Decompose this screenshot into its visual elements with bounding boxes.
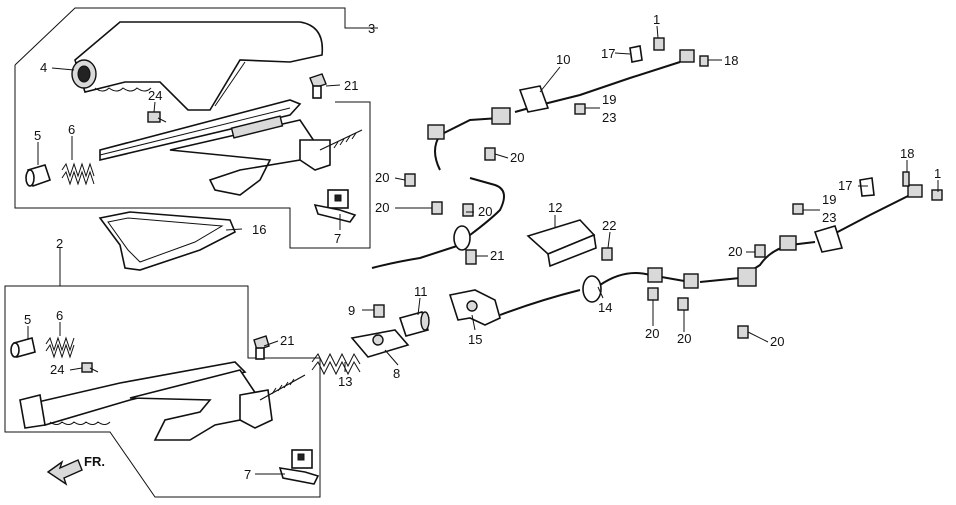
callout-13: 13 <box>338 374 352 389</box>
callout-16: 16 <box>252 222 266 237</box>
callout-6-bottom: 6 <box>56 308 63 323</box>
bolt-20-b <box>431 201 443 215</box>
switch-7-upper <box>313 189 357 223</box>
callout-14: 14 <box>598 300 612 315</box>
bolt-19-right <box>792 203 804 215</box>
callout-20-a: 20 <box>375 170 389 185</box>
callout-6-top: 6 <box>68 122 75 137</box>
spring-6-upper <box>61 162 95 186</box>
callout-10: 10 <box>556 52 570 67</box>
bolt-20-a <box>404 173 416 187</box>
bolt-1-right <box>931 189 943 201</box>
callout-5-bottom: 5 <box>24 312 31 327</box>
callout-5-top: 5 <box>34 128 41 143</box>
callout-7-bottom: 7 <box>244 467 251 482</box>
callout-20-h: 20 <box>728 244 742 259</box>
bolt-21-upper <box>309 73 327 99</box>
pin-5-lower <box>10 337 36 358</box>
front-direction-label: FR. <box>84 454 105 469</box>
callout-8: 8 <box>393 366 400 381</box>
bolt-20-d <box>484 147 496 161</box>
callout-24-top: 24 <box>148 88 162 103</box>
bolt-20-f <box>677 297 689 311</box>
callout-19-right: 19 <box>822 192 836 207</box>
callout-11: 11 <box>414 284 428 299</box>
callout-22: 22 <box>602 218 616 233</box>
spring-13 <box>311 352 361 376</box>
lever-body-upper <box>99 99 363 196</box>
front-direction-arrow: FR. <box>46 454 105 486</box>
cable-10 <box>371 49 695 269</box>
bolt-22 <box>601 247 613 261</box>
pin-18-top <box>699 55 709 67</box>
callout-20-e: 20 <box>645 326 659 341</box>
callout-12: 12 <box>548 200 562 215</box>
bolt-21-mid <box>465 249 477 265</box>
callout-3: 3 <box>368 21 375 36</box>
bolt-20-c <box>462 203 474 217</box>
bolt-20-e <box>647 287 659 301</box>
bolt-20-g <box>737 325 749 339</box>
callout-21-top: 21 <box>344 78 358 93</box>
callout-20-c: 20 <box>478 204 492 219</box>
callout-19-top: 19 <box>602 92 616 107</box>
spring-6-lower <box>45 336 75 359</box>
bolt-21-lower <box>253 335 270 360</box>
callout-labels: 1 1 2 3 4 5 5 6 6 7 7 8 9 10 11 12 13 14… <box>24 12 941 482</box>
pin-5-upper <box>25 164 52 188</box>
bolt-20-h <box>754 244 766 258</box>
bolt-24-upper <box>147 111 167 123</box>
callout-23-top: 23 <box>602 110 616 125</box>
boot-16 <box>98 211 237 271</box>
cable-14 <box>499 184 923 316</box>
top-lever-assembly-frame <box>14 7 378 249</box>
adjuster-nut-11 <box>398 311 430 337</box>
callout-7-top: 7 <box>334 231 341 246</box>
callout-1-right: 1 <box>934 166 941 181</box>
callout-18-top: 18 <box>724 53 738 68</box>
lever-lower <box>19 361 306 441</box>
lever-cover-upper <box>71 21 324 111</box>
callout-17-top: 17 <box>601 46 615 61</box>
callout-20-f: 20 <box>677 331 691 346</box>
equalizer-8 <box>350 329 410 358</box>
clip-17-top <box>629 45 643 63</box>
callout-24-bottom: 24 <box>50 362 64 377</box>
bolt-19-top <box>574 103 586 115</box>
cable-guide-15 <box>448 289 501 326</box>
callout-15: 15 <box>468 332 482 347</box>
switch-7-lower <box>278 449 320 485</box>
callout-20-g: 20 <box>770 334 784 349</box>
pin-9 <box>373 304 385 318</box>
callout-21-bottom: 21 <box>280 333 294 348</box>
callout-20-b: 20 <box>375 200 389 215</box>
callout-2: 2 <box>56 236 63 251</box>
callout-21-mid: 21 <box>490 248 504 263</box>
callout-9: 9 <box>348 303 355 318</box>
leader-lines <box>27 25 939 475</box>
bottom-lever-assembly-frame <box>4 248 321 498</box>
bracket-12 <box>526 219 597 268</box>
callout-1-top: 1 <box>653 12 660 27</box>
bolt-1-top <box>653 37 665 51</box>
callout-20-d: 20 <box>510 150 524 165</box>
callout-23-right: 23 <box>822 210 836 225</box>
callout-4: 4 <box>40 60 47 75</box>
pin-18-right <box>902 171 910 187</box>
callout-18-right: 18 <box>900 146 914 161</box>
bolt-24-lower <box>81 362 99 373</box>
callout-17-right: 17 <box>838 178 852 193</box>
clip-17-right <box>859 177 875 197</box>
